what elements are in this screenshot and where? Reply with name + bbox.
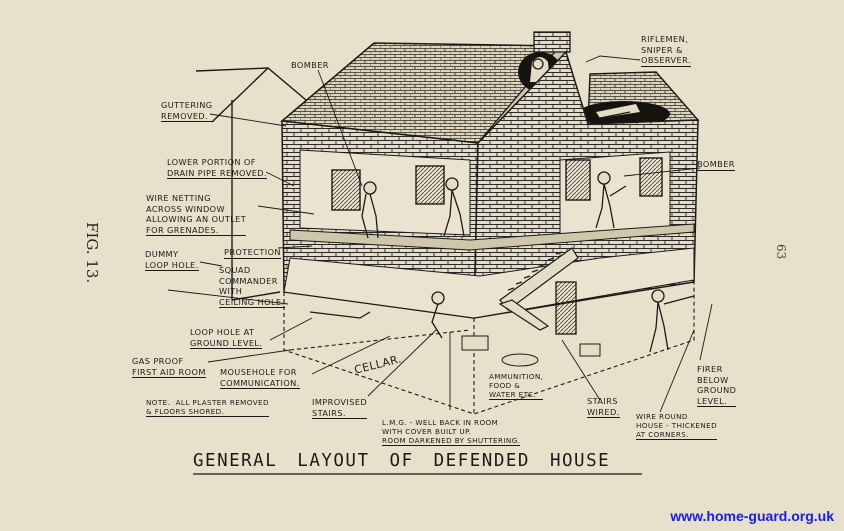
cellar-outline [283,282,695,415]
label-ammunition: AMMUNITION, FOOD & WATER ETC. [489,372,544,400]
label-lmg: L.M.G. - WELL BACK IN ROOM WITH COVER BU… [382,418,521,446]
label-dummy-loop: DUMMY LOOP HOLE. [145,249,199,271]
label-bomber-right: BOMBER [697,159,735,171]
window-upper-1 [331,169,361,211]
label-squad-commander: SQUAD COMMANDER WITH CEILING HOLE. [219,265,285,308]
site-watermark[interactable]: www.home-guard.org.uk [670,508,834,524]
label-wire-round: WIRE ROUND HOUSE - THICKENED AT CORNERS. [636,412,718,440]
label-protection: PROTECTION [224,247,281,259]
staircase [498,247,579,331]
door [555,281,577,335]
chimney [533,31,571,53]
window-upper-4 [639,157,663,197]
label-drain-pipe: LOWER PORTION OF DRAIN PIPE REMOVED. [167,157,267,179]
label-loophole-ground: LOOP HOLE AT GROUND LEVEL. [190,327,263,349]
label-mousehole: MOUSEHOLE FOR COMMUNICATION. [220,367,300,389]
soldiers [309,58,695,353]
cellar-contents [461,335,601,367]
label-riflemen: RIFLEMEN, SNIPER & OBSERVER. [641,34,691,67]
label-stairs-wired: STAIRS WIRED. [587,396,620,418]
figure-caption: GENERAL LAYOUT OF DEFENDED HOUSE [193,451,611,471]
label-wire-netting: WIRE NETTING ACROSS WINDOW ALLOWING AN O… [146,193,247,236]
window-upper-2 [415,165,445,205]
label-guttering: GUTTERING REMOVED. [161,100,213,122]
figure-number: FIG. 13. [83,222,101,284]
page-number: 63 [774,244,788,260]
leader-lines [167,55,713,413]
window-upper-3 [565,159,591,201]
first-floor [289,223,695,251]
ground-floor-cutaway [283,247,695,319]
label-note: NOTE. ALL PLASTER REMOVED & FLOORS SHORE… [146,398,269,417]
label-bomber-top: BOMBER [291,60,329,70]
label-improvised-stairs: IMPROVISED STAIRS. [312,397,368,419]
label-firer-below: FIRER BELOW GROUND LEVEL. [697,364,737,407]
label-gas-proof: GAS PROOF FIRST AID ROOM [132,356,206,378]
